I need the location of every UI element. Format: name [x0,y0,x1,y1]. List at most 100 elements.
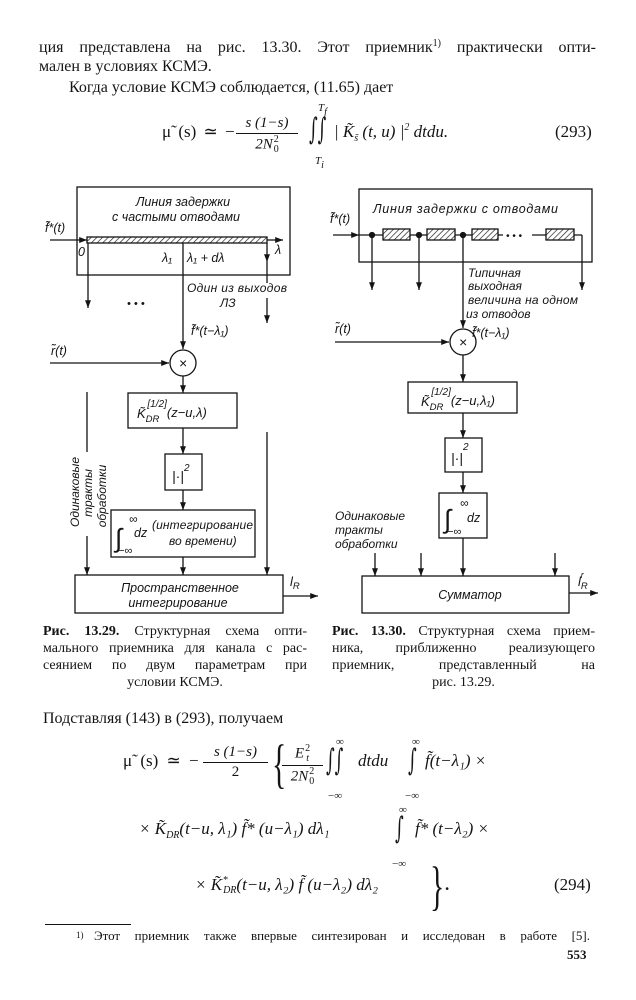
filter-base: K̃ [137,406,147,421]
integrand-k: | K̃ [334,122,355,141]
received-signal-label: r̃(t) [335,321,351,336]
delay-element-1 [382,228,411,241]
footnote-text: Этот приемник также впервые синтезирован… [94,928,590,943]
hatched-delay-line [86,236,268,244]
num-sup: 2 [305,743,311,754]
double-integral-sign: ∫∫ [309,112,327,147]
integral-lower: −∞ [405,790,420,802]
den-base: 2N [255,136,273,153]
filter-base: K̃ [421,394,431,409]
k-subscript: s̃ [354,133,359,144]
kernel-k: × K̃ [195,875,223,894]
integral-upper: ∞ [412,736,420,748]
spatial-integrator-box [74,574,284,614]
page-number: 553 [567,947,587,962]
identical-paths-1: Одинаковые [335,509,405,523]
fraction-bar [236,133,298,134]
caption-label: Рис. 13.29. [43,624,120,639]
filter-sup: [1/2] [430,387,451,398]
den-base: 2N [290,768,309,785]
integrand-args: (t, u) | [358,122,405,141]
square-power: 2 [462,442,469,453]
paragraph-line-2: мален в условиях КСМЭ. [39,58,212,75]
footnote-mark: 1) [76,930,84,940]
spatial-integrator-label-2: интегрирование [128,596,227,610]
eq294-line1-term: f̃(t−λ₁) × [425,751,487,770]
caption-line: Рис. 13.29. Структурная схема опти- [43,623,307,640]
filter-args: (z−u,λ) [167,405,207,420]
kernel-args: (t−u, λ₂) f̃ (u−λ₂) dλ₂ [236,875,379,894]
caption-line: приемник, представленный на [332,658,595,673]
summator-label: Сумматор [438,588,501,602]
tap-note-4: из отводов [466,307,531,321]
delay-element-n [545,228,575,241]
integral-upper-limit: ∞ [460,496,469,510]
line1-text-a: ция представлена на рис. 13.30. Этот при… [39,39,433,56]
integral-icon: ∫ [113,523,124,553]
integrand-differentials: dtdu. [409,122,449,141]
kernel-sup: * [223,875,229,887]
tap-output-note-2: ЛЗ [219,296,236,310]
output-base: l [578,574,582,589]
integral-sign: ∫ [408,743,417,778]
eq293-lhs: μ̃ (s) ≃ − [162,122,235,141]
tap-lambda1-label: λ₁ [161,251,172,265]
eq294-fraction-1: s (1−s) 2 [203,744,268,781]
integral-upper: ∞ [399,804,407,816]
delay-line-title-1: Линия задержки [135,195,230,209]
lower-T: T [315,155,322,167]
caption-line: рис. 13.29. [432,675,495,690]
eq293-lower-limit: Ti [315,155,324,171]
close-brace: } [430,856,445,916]
caption-line: мального приемника для канала с рас- [43,641,307,656]
fraction-denominator: 2 [231,764,240,780]
paragraph-line-1: ция представлена на рис. 13.30. Этот при… [39,38,596,60]
eq294-lhs: μ̃ (s) ≃ − [123,751,199,770]
equation-number-294: (294) [554,875,591,894]
abs-icon: |·| [451,450,463,466]
output-base: l [290,574,294,589]
den-sup: 2 [309,766,315,777]
identical-paths-2: тракты [335,523,383,537]
filter-label: K̃DR[1/2](z−u,λ₁) [421,387,495,413]
num-sub: t [306,753,309,764]
summator-box [361,575,570,614]
double-integral-upper: ∞ [336,736,344,748]
ellipsis: • • • [506,231,523,242]
filter-sub: DR [146,414,160,425]
den-sup: 2 [273,134,279,145]
figure-13-29: Линия задержки с частыми отводами f̃*(t)… [45,186,318,614]
tap-note-1: Типичная [468,266,521,280]
caption-line: условии КСМЭ. [127,675,223,690]
delay-element-2 [426,228,456,241]
tap-next-label: λ₁ + dλ [186,251,224,265]
ellipsis: • • • [127,298,145,310]
eq293-numerator: s (1−s) [245,115,289,131]
filter-args: (z−u,λ₁) [451,393,495,408]
integral-lower-limit: −∞ [118,545,132,557]
kernel-sub: DR [166,830,180,841]
tap-note-2: выходная [468,279,523,293]
time-integration-note-1: (интегрирование [152,518,253,532]
energy-E: E [294,745,305,762]
caption-line: Рис. 13.30. Структурная схема прием- [332,623,595,640]
square-law-label: |·|2 [451,442,469,466]
tap-note-3: величина на одном [468,293,578,307]
received-signal-label: r̃(t) [51,343,67,358]
upper-sub: f [324,107,327,118]
eq293-upper-limit: Tf [318,102,327,118]
multiply-icon: × [459,334,467,350]
filter-sup: [1/2] [146,399,167,410]
delay-line-title-2: с частыми отводами [112,210,240,224]
double-integral-sign: ∫∫ [326,743,344,778]
eq293-integrand: | K̃s̃ (t, u) |2 dtdu. [334,122,448,145]
tapped-delay-line-title: Линия задержки с отводами [372,202,558,216]
tap-signal-label: f̃*(t−λ₁) [191,323,229,338]
origin-label: 0 [78,245,85,259]
footnote-rule [45,924,131,925]
integral-icon: ∫ [442,504,453,534]
